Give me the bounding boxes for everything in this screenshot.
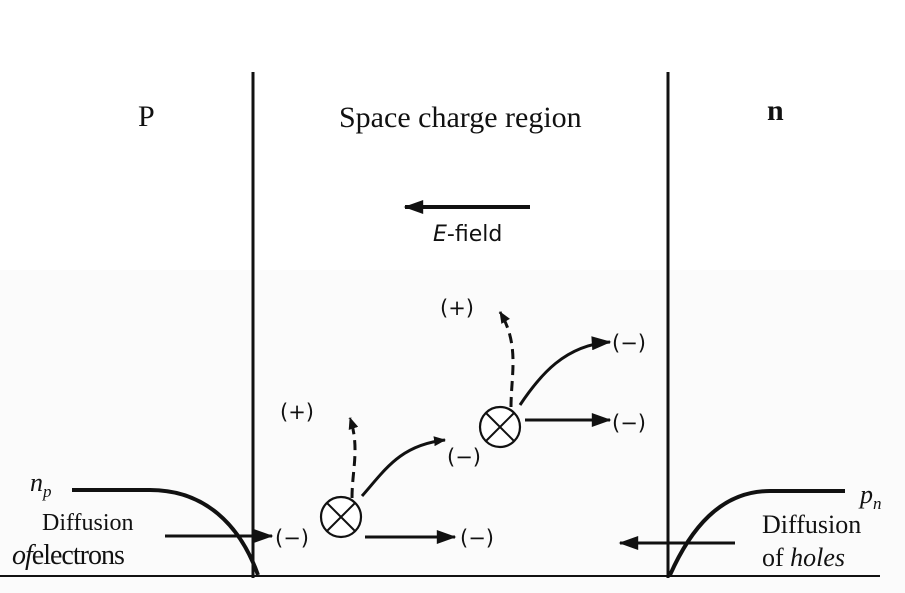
pn-concentration-curve — [668, 489, 845, 576]
cross-mark-upper-b — [485, 412, 515, 442]
hole-diffusion-line1: Diffusion — [762, 510, 862, 539]
hole-path-upper — [498, 311, 515, 408]
efield-label-rest: -field — [446, 222, 503, 247]
efield-label: E-field — [433, 222, 502, 247]
hole-label-upper: (+) — [440, 296, 474, 320]
np-concentration-curve — [72, 488, 260, 576]
electron-label-mid: (−) — [447, 445, 481, 469]
hole-diffusion-word: holes — [790, 543, 846, 572]
hole-path-lower — [348, 417, 359, 499]
electron-label-diffused: (−) — [275, 526, 309, 550]
electron-path-lower-curve — [360, 436, 446, 497]
pn-label-sub: n — [873, 494, 882, 514]
electron-diffusion-word: electrons — [31, 540, 125, 571]
space-charge-region-label: Space charge region — [339, 101, 582, 134]
electron-diffusion-line1: Diffusion — [42, 510, 134, 536]
np-label-main: n — [30, 468, 43, 497]
efield-label-e: E — [433, 222, 447, 247]
cross-mark-lower-b — [326, 502, 356, 532]
p-region-label: P — [138, 100, 155, 133]
hole-label-lower: (+) — [280, 400, 314, 424]
electron-label-lower-straight: (−) — [460, 526, 494, 550]
electron-diffusion-line2: ofelectrons — [12, 540, 125, 572]
n-region-label: n — [767, 94, 784, 127]
hole-diffusion-line2: of holes — [762, 543, 845, 573]
np-label: np — [30, 468, 52, 502]
hole-diffusion-of: of — [762, 543, 784, 572]
pn-label-main: p — [860, 480, 873, 509]
pn-label: pn — [860, 480, 882, 514]
electron-path-upper-curve — [518, 336, 612, 406]
np-label-sub: p — [43, 482, 52, 502]
electron-diffusion-of: of — [12, 540, 33, 571]
electron-label-upper-straight: (−) — [612, 411, 646, 435]
electron-label-upper-curve: (−) — [612, 331, 646, 355]
